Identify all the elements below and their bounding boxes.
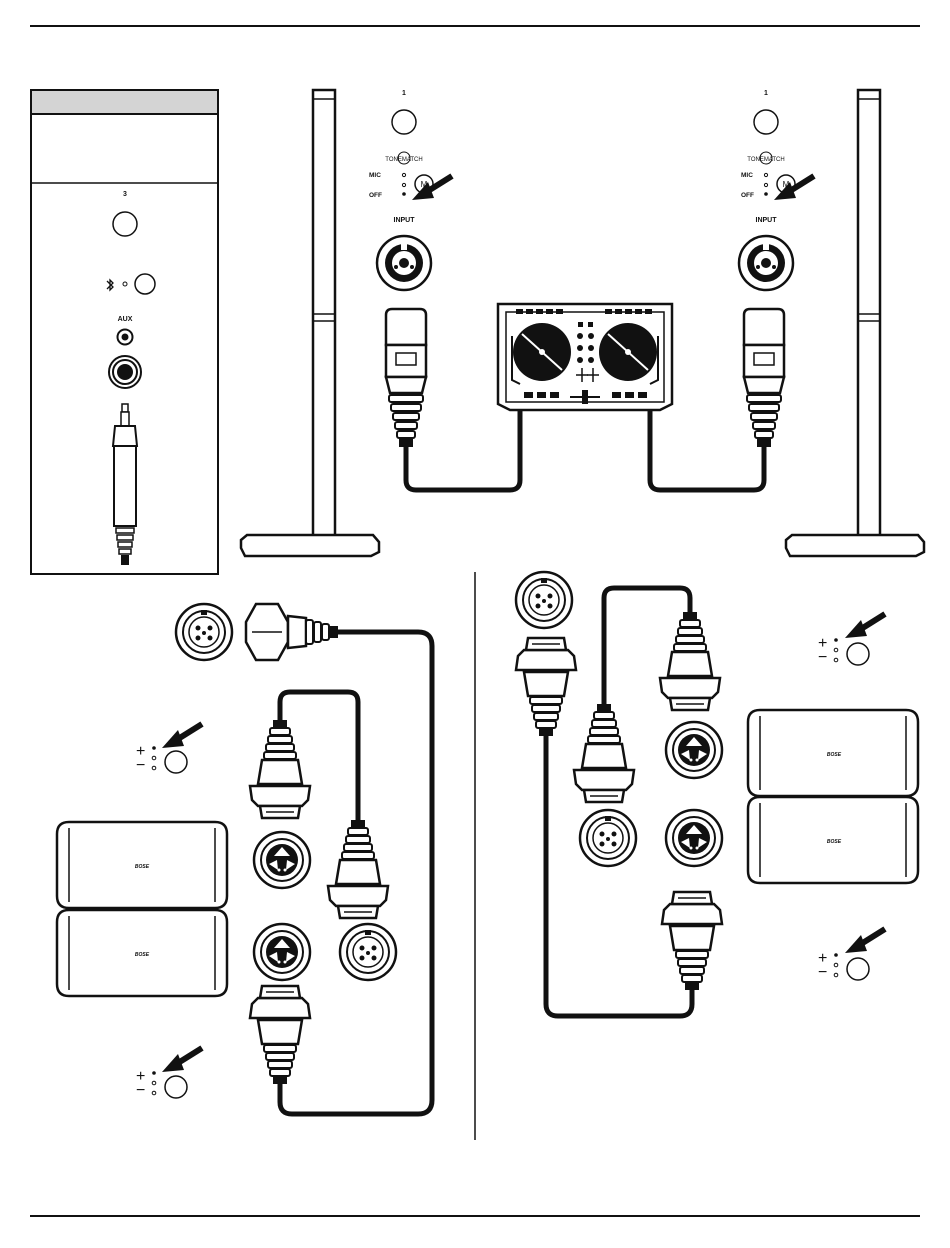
aux-label: AUX [118, 316, 133, 323]
connector-face-4[interactable] [666, 722, 722, 778]
tonematch-label-right: TONEMATCH [747, 157, 784, 163]
minus-sign: − [136, 1082, 145, 1099]
aux-mini-jack[interactable] [118, 330, 133, 345]
level-indicator-1: + − [136, 743, 187, 774]
level-indicator-3: + − [818, 635, 869, 666]
channel-3-knob[interactable] [113, 212, 137, 236]
connector-face-6[interactable] [666, 810, 722, 866]
connector-plug-7 [662, 892, 722, 990]
aux-panel: 3 AUX [31, 90, 218, 574]
channel-strip-left: 1 TONEMATCH MIC OFF M INPUT [369, 90, 452, 290]
xlr-cable-left [406, 405, 520, 490]
connector-plug-5 [660, 612, 720, 710]
channel-number-left: 1 [402, 90, 406, 97]
connector-icon[interactable] [516, 572, 572, 628]
arrow-icon [845, 929, 885, 953]
dj-controller-icon [498, 304, 672, 410]
input-label-left: INPUT [394, 217, 416, 224]
minus-sign: − [136, 757, 145, 774]
panel-header [31, 90, 218, 114]
tower-speaker-left [241, 90, 379, 556]
xlr-plug-left [386, 309, 426, 447]
mic-label-right: MIC [741, 172, 753, 179]
channel-knob-right[interactable] [754, 110, 778, 134]
channel-strip-right: 1 TONEMATCH MIC OFF M INPUT [739, 90, 814, 290]
connector-face-3[interactable] [340, 924, 396, 980]
arrow-icon [845, 614, 885, 638]
bose-logo-3: BOSE [827, 752, 842, 758]
tower-speaker-right [786, 90, 924, 556]
arrow-icon [162, 1048, 202, 1072]
channel-number-3: 3 [123, 191, 127, 198]
connector-face-1[interactable] [254, 832, 310, 888]
xlr-plug-right [744, 309, 784, 447]
bose-logo-2: BOSE [135, 952, 150, 958]
arrow-icon [162, 724, 202, 748]
off-label-left: OFF [369, 192, 382, 199]
connector-face-2[interactable] [254, 924, 310, 980]
xlr-combo-jack-icon[interactable] [377, 236, 431, 290]
level-indicator-4: + − [818, 950, 869, 981]
bluetooth-button[interactable] [135, 274, 155, 294]
connector-face-5[interactable] [580, 810, 636, 866]
mic-label-left: MIC [369, 172, 381, 179]
off-label-right: OFF [741, 192, 754, 199]
connector-plug-6 [574, 704, 634, 802]
bose-logo-1: BOSE [135, 864, 150, 870]
xlr-combo-jack-icon[interactable] [739, 236, 793, 290]
input-label-right: INPUT [756, 217, 778, 224]
channel-knob-left[interactable] [392, 110, 416, 134]
connector-plug-2 [328, 820, 388, 918]
minus-sign: − [818, 649, 827, 666]
connector-plug-3 [250, 986, 310, 1084]
connector-plug-angled [246, 604, 338, 660]
connector-plug-1 [250, 720, 310, 818]
connector-icon[interactable] [176, 604, 232, 660]
channel-number-right: 1 [764, 90, 768, 97]
bluetooth-indicator [123, 282, 127, 286]
minus-sign: − [818, 964, 827, 981]
bose-logo-4: BOSE [827, 839, 842, 845]
quarter-inch-jack[interactable] [109, 356, 141, 388]
xlr-cable-right [650, 405, 764, 490]
connector-plug-4 [516, 638, 576, 736]
tonematch-label-left: TONEMATCH [385, 157, 422, 163]
level-indicator-2: + − [136, 1068, 187, 1099]
